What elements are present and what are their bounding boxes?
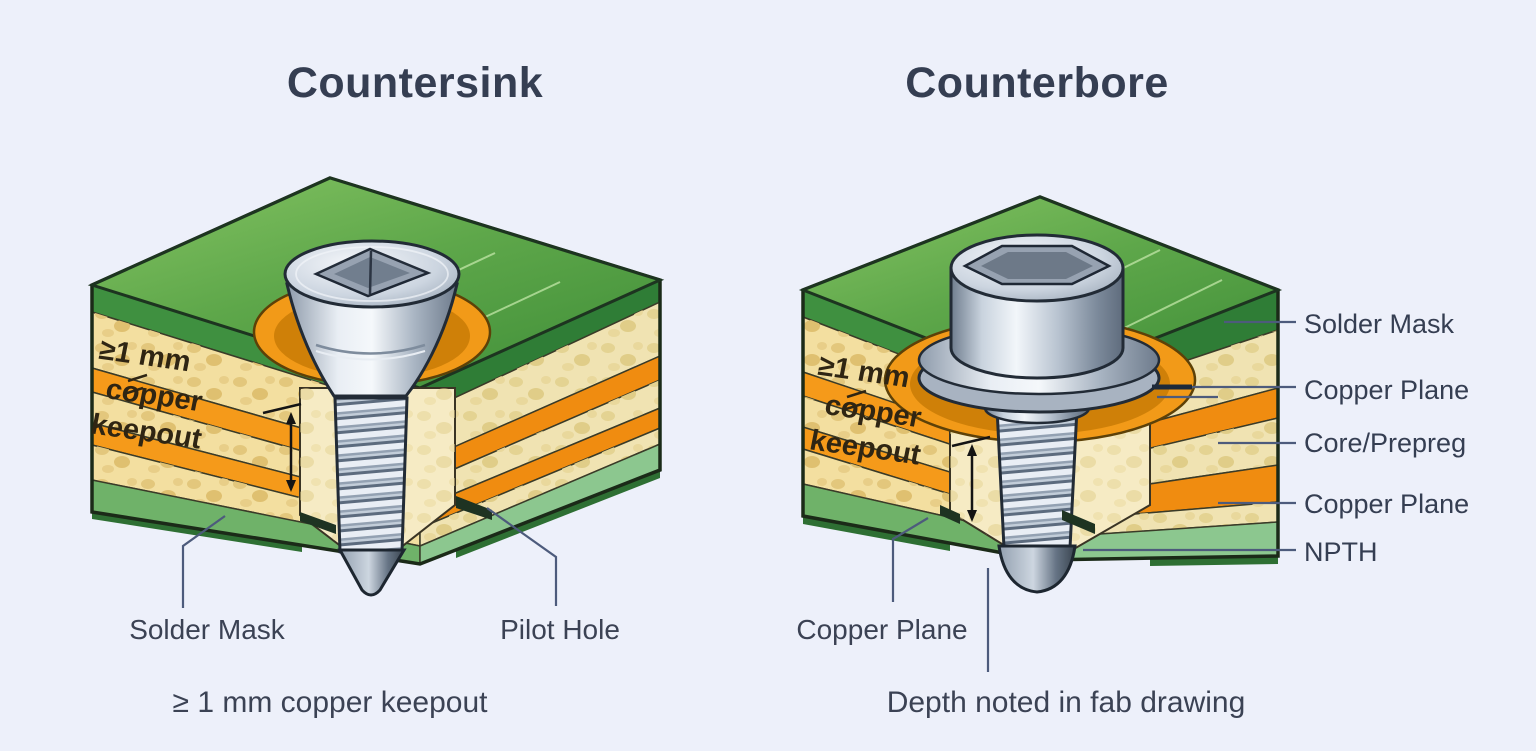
screw-tip [337, 548, 407, 597]
solder-mask-left-label: Solder Mask [129, 614, 285, 645]
layer-label-copper-plane-1: Copper Plane [1304, 375, 1470, 405]
counterbore-hole-steps [940, 505, 1095, 534]
counterbore-socket-head-screw [917, 233, 1161, 594]
counterbore-keepout-note: ≥1 mm copper keepout [800, 348, 938, 475]
screw-threads [335, 398, 407, 557]
countersink-keepout-dimension-arrow [262, 402, 302, 492]
screw-threads [997, 408, 1077, 553]
counterbore-title: Counterbore [905, 59, 1169, 107]
copper-plane-bottom-leader-line [891, 517, 929, 602]
depth-note-caption: Depth noted in fab drawing [886, 686, 1246, 719]
square-drive-recess [312, 247, 432, 298]
screw-head-rim-highlight [295, 246, 449, 302]
countersink-title: Countersink [286, 59, 544, 107]
screw-countersunk-head-cone [285, 282, 459, 398]
countersink-keepout-note: ≥1 mm copper keepout [81, 332, 219, 459]
screw-tip [997, 544, 1077, 594]
screw-collar-line [315, 343, 426, 355]
countersink-flat-head-screw [283, 239, 461, 597]
countersink-keepout-ticks [123, 373, 148, 396]
counterbore-keepout-ticks [842, 389, 867, 412]
countersink-caption: ≥ 1 mm copper keepout [172, 686, 488, 719]
screw-collar-highlight [315, 350, 426, 361]
counterbore-keepout-dimension-arrow [951, 435, 991, 522]
layer-label-core-prepreg: Core/Prepreg [1304, 428, 1467, 458]
pilot-hole-label: Pilot Hole [500, 614, 620, 645]
solder-mask-left-leader-line [181, 515, 226, 608]
pilot-hole-leader-line [486, 507, 558, 606]
copper-plane-bottom-label: Copper Plane [796, 614, 968, 645]
layer-label-copper-plane-2: Copper Plane [1304, 489, 1470, 519]
hex-socket-recess [962, 244, 1112, 286]
countersink-pilot-hole-steps [300, 496, 492, 534]
layer-label-npth: NPTH [1304, 537, 1378, 567]
layer-label-solder-mask: Solder Mask [1304, 309, 1455, 339]
countersink-right-face-layers [419, 278, 661, 566]
